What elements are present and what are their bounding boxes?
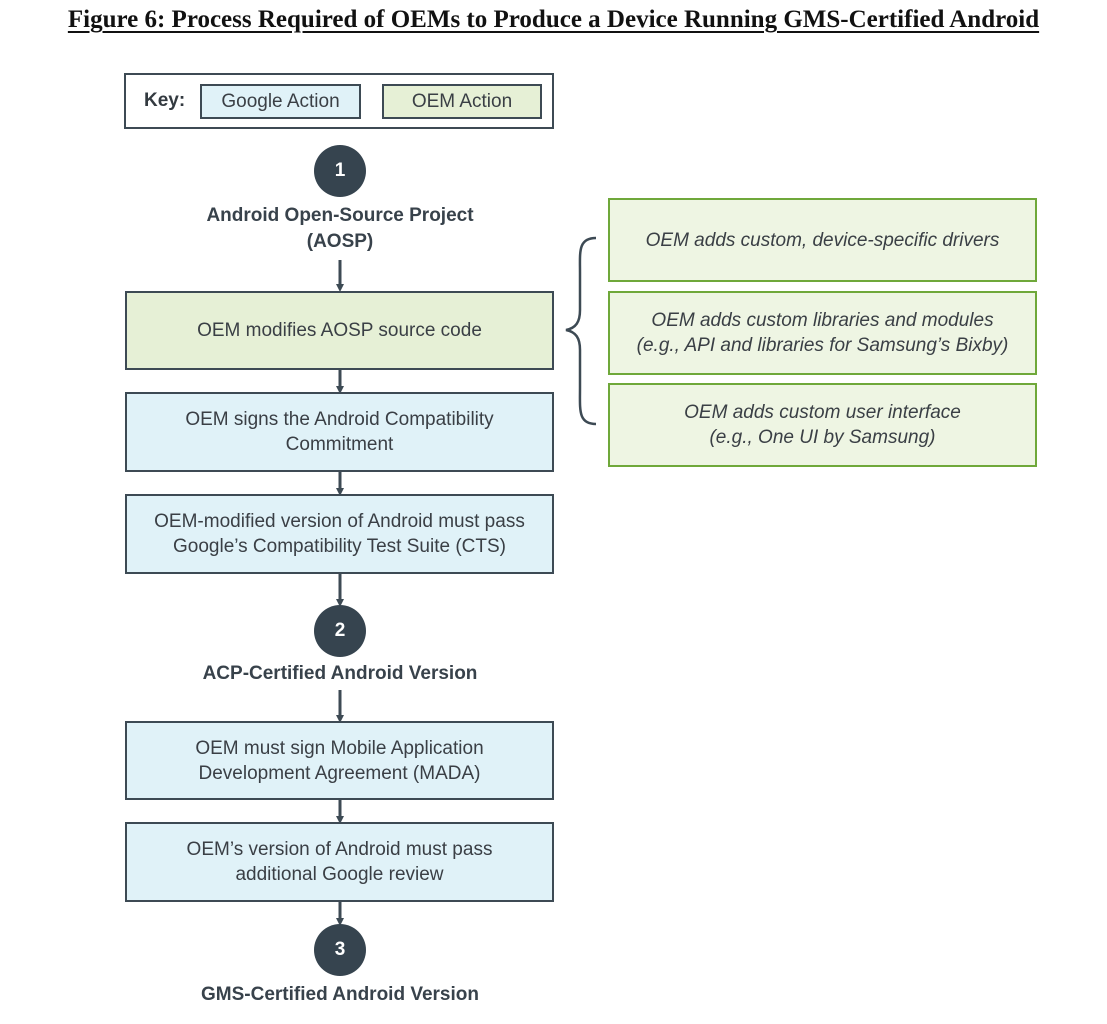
step-text-line: OEM’s version of Android must pass <box>186 839 493 860</box>
step-cts: OEM-modified version of Android must pas… <box>125 494 554 574</box>
step-text-line: OEM-modified version of Android must pas… <box>154 511 525 532</box>
milestone-label-acp: ACP-Certified Android Version <box>140 661 540 687</box>
modification-text-line: (e.g., One UI by Samsung) <box>709 427 936 448</box>
milestone-label-aosp: Android Open-Source Project (AOSP) <box>140 203 540 255</box>
modification-text-line: OEM adds custom user interface <box>684 402 961 423</box>
milestone-node-3: 3 <box>314 924 366 976</box>
step-modify-aosp: OEM modifies AOSP source code <box>125 291 554 370</box>
step-text-line: Development Agreement (MADA) <box>198 762 481 784</box>
milestone-label-line: ACP-Certified Android Version <box>202 663 478 684</box>
milestone-label-line: Android Open-Source Project <box>206 205 474 226</box>
step-google-review: OEM’s version of Android must pass addit… <box>125 822 554 902</box>
step-text-line: Commitment <box>285 434 394 455</box>
milestone-node-2: 2 <box>314 605 366 657</box>
modification-text-line: OEM adds custom libraries and modules <box>651 310 994 331</box>
figure-title: Figure 6: Process Required of OEMs to Pr… <box>67 6 1040 33</box>
step-text-line: Google’s Compatibility Test Suite (CTS) <box>173 536 506 557</box>
step-compatibility-commitment: OEM signs the Android Compatibility Comm… <box>125 392 554 472</box>
step-text-line: OEM signs the Android Compatibility <box>185 409 494 430</box>
legend-google-action: Google Action <box>200 84 361 119</box>
modification-libraries: OEM adds custom libraries and modules (e… <box>608 291 1037 375</box>
modification-text-line: OEM adds custom, device-specific drivers <box>645 229 1000 251</box>
modification-user-interface: OEM adds custom user interface (e.g., On… <box>608 383 1037 467</box>
modification-text-line: (e.g., API and libraries for Samsung’s B… <box>636 335 1009 356</box>
legend-oem-action: OEM Action <box>382 84 542 119</box>
modification-brace <box>565 236 597 426</box>
step-text-line: OEM modifies AOSP source code <box>197 320 482 341</box>
step-text-line: additional Google review <box>235 864 444 885</box>
milestone-label-line: (AOSP) <box>306 231 374 252</box>
milestone-node-1: 1 <box>314 145 366 197</box>
legend-label: Key: <box>144 90 186 111</box>
milestone-label-gms: GMS-Certified Android Version <box>140 982 540 1008</box>
milestone-label-line: GMS-Certified Android Version <box>201 984 479 1005</box>
step-text-line: OEM must sign Mobile Application <box>195 737 484 759</box>
step-mada: OEM must sign Mobile Application Develop… <box>125 721 554 800</box>
modification-drivers: OEM adds custom, device-specific drivers <box>608 198 1037 282</box>
